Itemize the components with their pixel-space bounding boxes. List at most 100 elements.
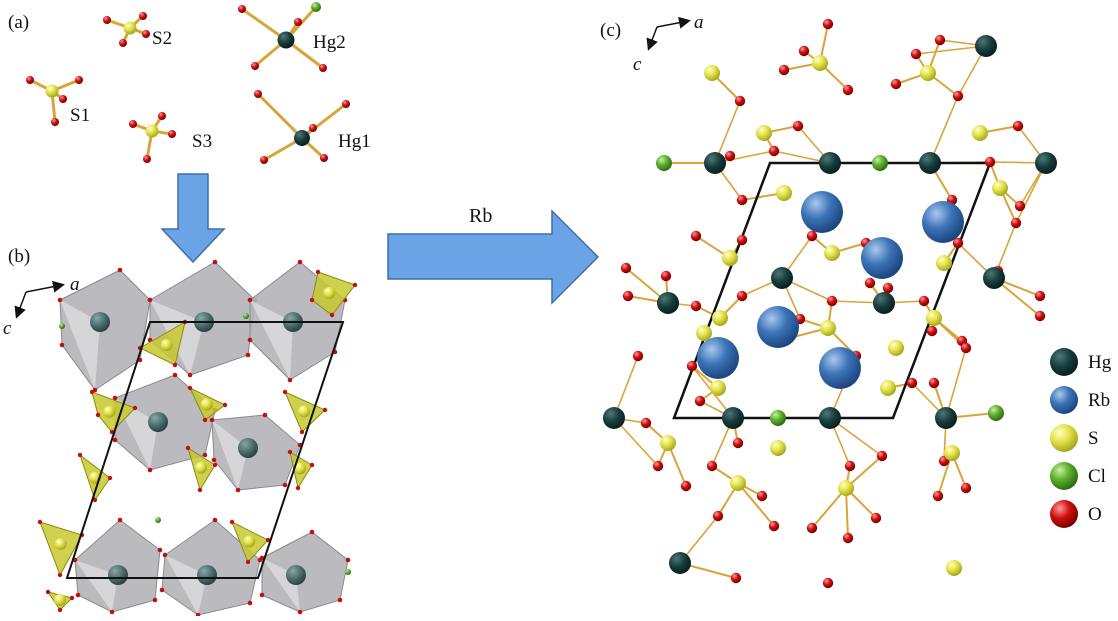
- oxygen-vertex: [77, 452, 83, 458]
- hg-atom: [983, 267, 1005, 289]
- legend-label: Cl: [1088, 466, 1106, 487]
- s3-tetrahedron: [129, 112, 176, 163]
- o-atom: [960, 342, 972, 354]
- oxygen-vertex: [117, 267, 123, 273]
- hg-atom: [90, 312, 110, 332]
- oxygen-vertex: [157, 547, 163, 553]
- o-atom: [806, 230, 818, 242]
- legend-item-s: S: [1050, 424, 1099, 452]
- hg2-unit: [238, 2, 327, 72]
- o-atom: [906, 377, 918, 389]
- oxygen-vertex: [322, 407, 328, 413]
- right-arrow-icon: [387, 209, 600, 305]
- oxygen-vertex: [112, 395, 118, 401]
- oxygen-vertex: [57, 297, 63, 303]
- s2-tetrahedron: [103, 12, 150, 47]
- atom-layer: [603, 18, 1057, 589]
- panel-a-label: (a): [8, 12, 29, 33]
- bond: [1015, 162, 1047, 224]
- octahedron-face: [212, 420, 248, 490]
- o-atom: [926, 325, 938, 337]
- oxygen-vertex: [212, 517, 218, 523]
- o-atom: [952, 237, 964, 249]
- o-atom: [806, 522, 818, 534]
- hg-atom: [286, 565, 306, 585]
- hg-atom: [108, 565, 128, 585]
- o-atom: [768, 145, 780, 157]
- oxygen-vertex: [117, 517, 123, 523]
- s-atom: [298, 405, 310, 418]
- legend-item-cl: Cl: [1050, 462, 1106, 490]
- hg-atom: [975, 35, 997, 57]
- arrow-label: Rb: [469, 205, 492, 227]
- bond: [737, 482, 775, 527]
- rb-atom: [922, 201, 964, 243]
- s-atom: [812, 55, 828, 71]
- oxygen-vertex: [107, 475, 113, 481]
- axis-indicator-b: a c: [3, 274, 80, 339]
- s-atom: [944, 445, 960, 461]
- oxygen-vertex: [59, 342, 65, 348]
- oxygen-vertex: [57, 572, 63, 578]
- cl-atom: [155, 517, 161, 523]
- o-atom: [910, 48, 922, 60]
- oxygen-vertex: [185, 445, 191, 451]
- bond: [613, 355, 639, 419]
- o-atom: [842, 532, 854, 544]
- oxygen-vertex: [45, 589, 51, 595]
- o-atom: [1034, 310, 1046, 322]
- s-atom: [160, 339, 173, 351]
- oxygen-vertex: [309, 297, 315, 303]
- oxygen-vertex: [287, 377, 293, 383]
- legend-label: S: [1088, 428, 1099, 449]
- oxygen-vertex: [89, 389, 95, 395]
- oxygen-vertex: [309, 462, 315, 468]
- s-atom: [920, 65, 936, 81]
- s3-label: S3: [192, 131, 212, 152]
- rb-atom: [819, 347, 861, 389]
- bond: [714, 100, 741, 164]
- oxygen-vertex: [352, 282, 358, 288]
- o-atom: [842, 84, 854, 96]
- oxygen-vertex: [162, 552, 168, 558]
- hg-atom: [148, 412, 168, 432]
- o-atom: [792, 120, 804, 132]
- o-atom: [730, 572, 742, 584]
- o-atom: [736, 290, 748, 302]
- s-atom: [54, 594, 66, 606]
- s-atom: [888, 340, 904, 356]
- oxygen-vertex: [329, 312, 335, 318]
- legend-swatch: [1050, 500, 1078, 528]
- oxygen-vertex: [92, 497, 98, 503]
- hg-atom: [603, 407, 625, 429]
- s-atom: [200, 398, 213, 411]
- panel-a: (a) S2 Hg2: [8, 2, 371, 164]
- o-atom: [864, 277, 876, 289]
- hg-atom: [197, 565, 217, 585]
- cl-atom: [59, 323, 65, 329]
- panel-b: (b) a c: [3, 246, 358, 618]
- s-atom: [756, 125, 772, 141]
- panel-b-label: (b): [8, 246, 30, 267]
- oxygen-vertex: [212, 259, 218, 265]
- o-atom: [712, 510, 724, 522]
- cl-atom: [656, 155, 672, 171]
- bond: [945, 347, 967, 419]
- rb-atom: [697, 337, 739, 379]
- o-atom: [1034, 290, 1046, 302]
- hg1-label: Hg1: [338, 131, 371, 152]
- o-atom: [890, 78, 902, 90]
- oxygen-vertex: [299, 429, 305, 435]
- s-atom: [926, 310, 942, 326]
- legend-label: Hg: [1088, 352, 1112, 373]
- oxygen-vertex: [297, 609, 303, 615]
- oxygen-vertex: [209, 417, 215, 423]
- oxygen-vertex: [265, 537, 271, 543]
- hg-atom: [935, 407, 957, 429]
- o-atom: [660, 270, 672, 282]
- s-atom: [195, 461, 207, 474]
- s-atom: [838, 480, 854, 496]
- oxygen-vertex: [222, 402, 228, 408]
- o-atom: [798, 45, 810, 57]
- o-atom: [732, 437, 744, 449]
